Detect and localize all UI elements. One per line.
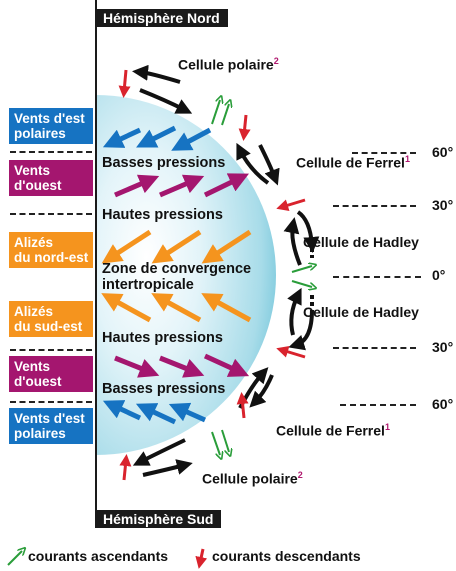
westerlies-south-arrows <box>114 353 250 378</box>
divider <box>10 213 92 215</box>
cell-polaire-north: Cellule polaire2 <box>178 56 279 73</box>
se-trades-arrows <box>101 293 252 323</box>
band-zone-line2: intertropicale <box>102 277 194 293</box>
descending-currents <box>118 69 306 481</box>
lat-guide <box>333 347 416 349</box>
band-basses-pressions-south: Basses pressions <box>102 381 226 397</box>
cell-polaire-south: Cellule polaire2 <box>202 470 303 487</box>
cell-ferrel-south: Cellule de Ferrel1 <box>276 422 390 439</box>
divider <box>10 151 92 153</box>
cell-ferrel-north: Cellule de Ferrel1 <box>296 154 410 171</box>
lat-guide <box>340 404 416 406</box>
lat-guide <box>333 276 421 278</box>
lat-guide <box>333 205 416 207</box>
band-zone-line1: Zone de convergence <box>102 261 252 277</box>
lat-60-north: 60° <box>432 144 454 160</box>
legend-descending-icon <box>195 548 208 569</box>
band-hautes-pressions-south: Hautes pressions <box>102 330 223 346</box>
hemisphere-sud-label: Hémisphère Sud <box>95 510 222 528</box>
cell-hadley-north: Cellule de Hadley <box>303 234 419 250</box>
polar-easterlies-south-arrows <box>102 400 207 425</box>
band-hautes-pressions-north: Hautes pressions <box>102 207 223 223</box>
axis-line <box>95 0 97 526</box>
hemisphere-nord-label: Hémisphère Nord <box>95 9 228 27</box>
band-basses-pressions-north: Basses pressions <box>102 155 226 171</box>
lat-equator: 0° <box>432 267 446 283</box>
polar-easterlies-north-arrows <box>102 125 212 151</box>
legend-descending-label: courants descendants <box>212 548 361 564</box>
legend-ascending-icon <box>7 551 22 566</box>
divider <box>10 401 92 403</box>
lat-60-south: 60° <box>432 396 454 412</box>
lat-guide <box>352 152 416 154</box>
lat-30-north: 30° <box>432 197 454 213</box>
lat-30-south: 30° <box>432 339 454 355</box>
cell-hadley-south: Cellule de Hadley <box>303 304 419 320</box>
divider <box>10 349 92 351</box>
ascending-currents <box>211 100 312 455</box>
westerlies-north-arrows <box>114 173 249 198</box>
legend-ascending-label: courants ascendants <box>28 548 169 564</box>
ne-trades-arrows <box>101 229 252 264</box>
